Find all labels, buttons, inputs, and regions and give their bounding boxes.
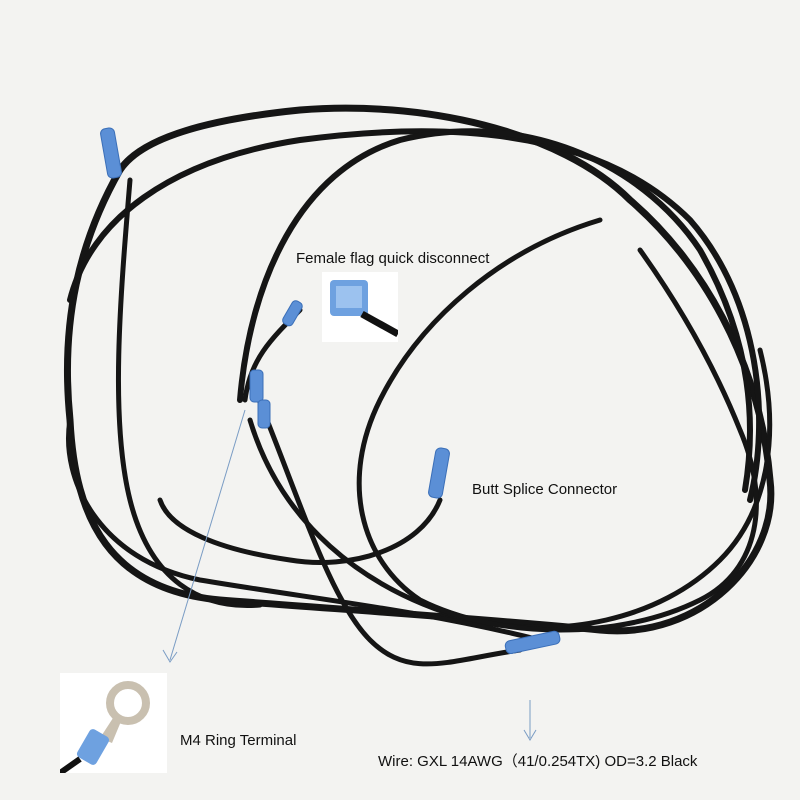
ring-terminal-icon (60, 681, 150, 773)
wire-spec-label: Wire: GXL 14AWG（41/0.254TX) OD=3.2 Black (378, 753, 698, 770)
annotation-arrows (162, 409, 537, 741)
butt-splice-center (428, 447, 450, 499)
flag-connector-2 (257, 399, 271, 429)
butt-splice-label: Butt Splice Connector (472, 481, 618, 498)
flag-connector-3 (282, 300, 303, 327)
wire-bundle (63, 104, 775, 667)
female-flag-connector-icon (330, 280, 398, 338)
female-flag-inset-image (322, 272, 398, 342)
ring-terminal-inset-image (60, 673, 167, 773)
butt-splice-lower-right (504, 630, 561, 655)
butt-splice-top-left (100, 127, 122, 179)
ring-terminal-label: M4 Ring Terminal (180, 732, 297, 749)
blue-connectors (100, 127, 561, 655)
flag-connector-1 (249, 369, 264, 403)
female-flag-label: Female flag quick disconnect (296, 250, 490, 267)
